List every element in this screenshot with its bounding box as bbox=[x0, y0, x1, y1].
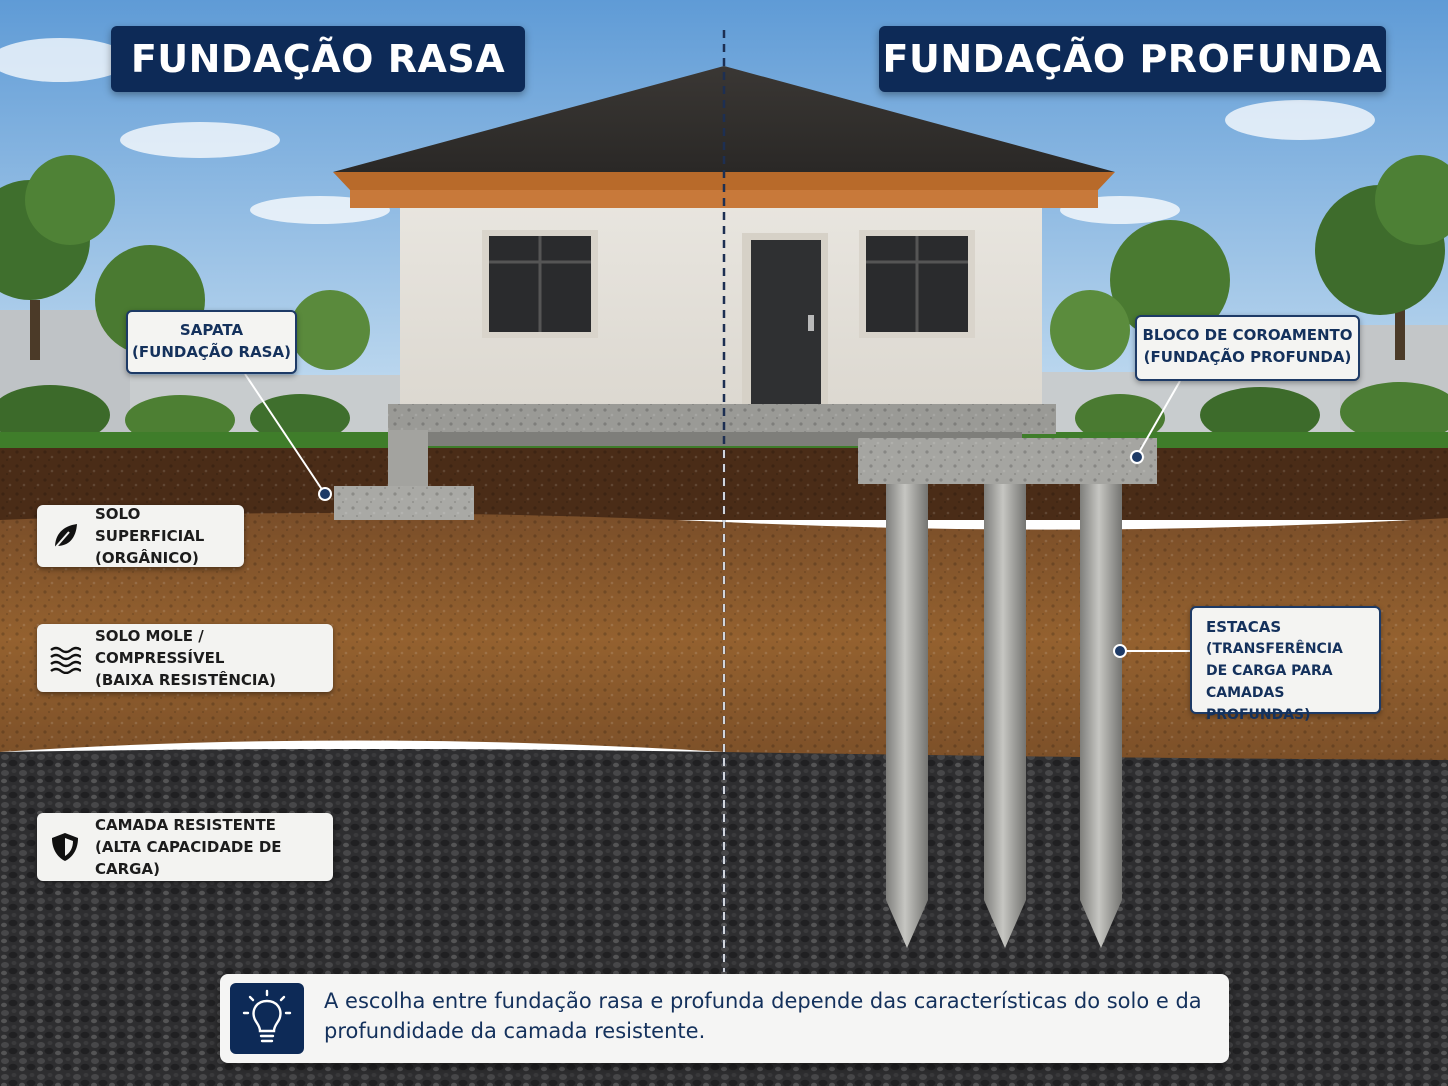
soil-2-line2: (BAIXA RESISTÊNCIA) bbox=[95, 671, 276, 689]
trees bbox=[0, 155, 1448, 370]
pile-2 bbox=[984, 484, 1026, 948]
piles bbox=[886, 484, 1122, 948]
soil-3-line2: (ALTA CAPACIDADE DE CARGA) bbox=[95, 838, 282, 878]
label-estacas: ESTACAS (TRANSFERÊNCIA DE CARGA PARA CAM… bbox=[1190, 606, 1381, 723]
roof-fascia bbox=[333, 172, 1115, 190]
sapata-footing bbox=[334, 430, 474, 520]
label-estacas-line1: ESTACAS bbox=[1206, 618, 1282, 636]
waves-icon bbox=[50, 646, 81, 674]
label-sapata-line1: SAPATA bbox=[179, 321, 244, 339]
soil-label-mole: SOLO MOLE / COMPRESSÍVEL (BAIXA RESISTÊN… bbox=[37, 624, 333, 692]
pile-3 bbox=[1080, 484, 1122, 948]
clouds bbox=[0, 38, 1375, 224]
shield-icon bbox=[52, 833, 78, 861]
label-sapata-line2: (FUNDAÇÃO RASA) bbox=[132, 343, 291, 361]
pile-cap bbox=[858, 438, 1157, 484]
soil-1-line2: (ORGÂNICO) bbox=[95, 549, 199, 567]
soil-label-superficial: SOLO SUPERFICIAL (ORGÂNICO) bbox=[37, 505, 244, 567]
title-shallow-foundation: FUNDAÇÃO RASA bbox=[111, 26, 525, 92]
soil-1-line1: SOLO SUPERFICIAL bbox=[95, 505, 205, 545]
bushes bbox=[0, 382, 1448, 445]
leaf-icon bbox=[54, 524, 77, 549]
label-estacas-line3: DE CARGA PARA bbox=[1206, 663, 1333, 679]
label-sapata: SAPATA (FUNDAÇÃO RASA) bbox=[126, 310, 297, 374]
soil-3-line1: CAMADA RESISTENTE bbox=[95, 816, 276, 834]
label-bloco-line1: BLOCO DE COROAMENTO bbox=[1142, 326, 1353, 344]
note-callout: A escolha entre fundação rasa e profunda… bbox=[220, 974, 1229, 1063]
leader-lines bbox=[244, 373, 1190, 652]
title-deep-foundation: FUNDAÇÃO PROFUNDA bbox=[879, 26, 1386, 92]
leader-dots bbox=[318, 450, 1144, 658]
label-bloco-line2: (FUNDAÇÃO PROFUNDA) bbox=[1143, 348, 1352, 366]
lightbulb-icon bbox=[230, 983, 304, 1054]
pile-1 bbox=[886, 484, 928, 948]
label-bloco-coroamento: BLOCO DE COROAMENTO (FUNDAÇÃO PROFUNDA) bbox=[1135, 315, 1360, 381]
soil-label-resistente: CAMADA RESISTENTE (ALTA CAPACIDADE DE CA… bbox=[37, 813, 333, 881]
note-text: A escolha entre fundação rasa e profunda… bbox=[324, 989, 1202, 1043]
label-estacas-line2: (TRANSFERÊNCIA bbox=[1206, 641, 1343, 657]
soil-2-line1: SOLO MOLE / COMPRESSÍVEL bbox=[95, 627, 225, 667]
label-estacas-line4: CAMADAS PROFUNDAS) bbox=[1206, 685, 1311, 723]
